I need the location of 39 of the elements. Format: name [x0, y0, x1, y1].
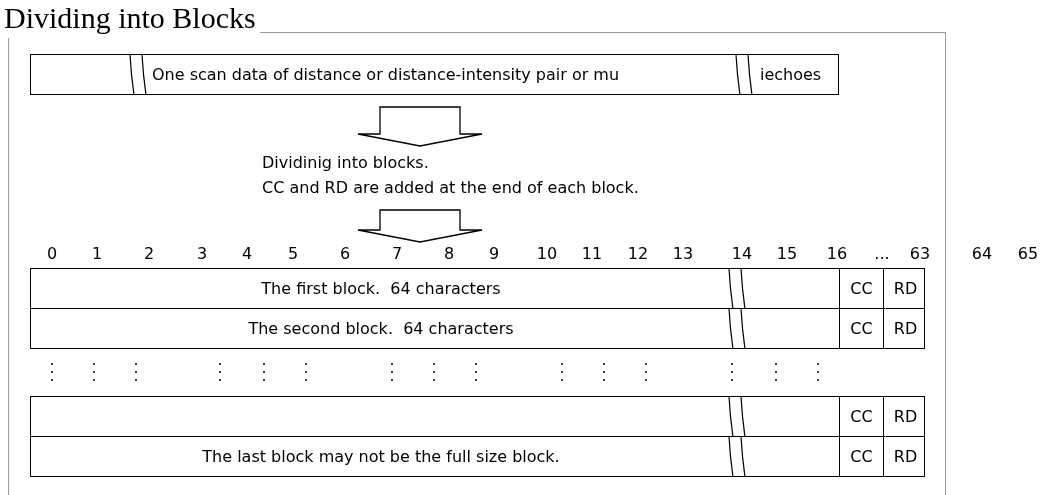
note-text: Dividinig into blocks.	[262, 152, 430, 174]
block-row	[30, 268, 925, 309]
bar-text: One scan data of distance or distance-intensity pair or mu	[152, 64, 620, 86]
column-number: 8	[443, 244, 455, 264]
cell: RD	[883, 437, 927, 476]
column-number: 0	[46, 244, 58, 264]
block-text: The last block may not be the full size block.	[201, 446, 561, 468]
block-arrow	[357, 106, 483, 147]
block-row	[30, 436, 925, 477]
column-number: 5	[287, 244, 299, 264]
block-text: The second block. 64 characters	[247, 318, 515, 340]
column-number: 10	[536, 244, 558, 264]
column-number: ...	[874, 244, 890, 264]
column-number: 63	[909, 244, 931, 264]
scan-data-bar	[30, 54, 839, 95]
cell: CC	[839, 309, 883, 348]
column-number: 2	[143, 244, 155, 264]
block-row	[30, 308, 925, 349]
column-number: 65	[1017, 244, 1039, 264]
column-number: 16	[826, 244, 848, 264]
column-number: 15	[776, 244, 798, 264]
cell: RD	[883, 309, 927, 348]
column-number: 13	[672, 244, 694, 264]
column-number: 64	[971, 244, 993, 264]
column-number: 7	[391, 244, 403, 264]
cell: CC	[839, 437, 883, 476]
column-number: 4	[241, 244, 253, 264]
block-text: The first block. 64 characters	[260, 278, 502, 300]
block-arrow	[357, 209, 483, 243]
note-text: CC and RD are added at the end of each block.	[262, 177, 640, 199]
column-number: 6	[339, 244, 351, 264]
bar-text: iechoes	[760, 64, 822, 86]
column-number: 12	[627, 244, 649, 264]
column-number: 11	[581, 244, 603, 264]
empty-block-row	[30, 396, 925, 437]
column-number: 9	[488, 244, 500, 264]
column-number: 3	[196, 244, 208, 264]
column-number: 14	[731, 244, 753, 264]
column-number: 1	[91, 244, 103, 264]
